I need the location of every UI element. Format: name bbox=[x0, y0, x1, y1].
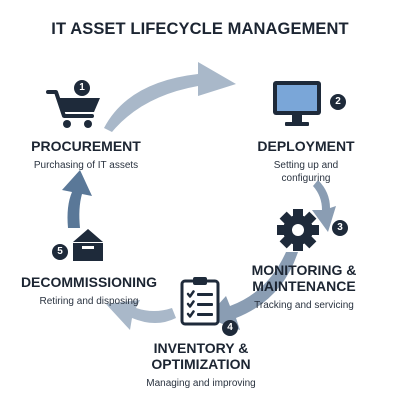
stage-name: INVENTORY & OPTIMIZATION bbox=[151, 340, 251, 372]
stage-name: DECOMMISSIONING bbox=[20, 274, 158, 290]
stage-description: Managing and improving bbox=[146, 378, 256, 389]
stage-inventory-optimization: INVENTORY & OPTIMIZATION Managing and im… bbox=[136, 340, 266, 390]
stage-name: PROCUREMENT bbox=[31, 138, 141, 154]
stage-procurement: PROCUREMENT Purchasing of IT assets bbox=[18, 138, 154, 172]
clipboard-checklist-icon bbox=[180, 277, 220, 326]
stage-name: DEPLOYMENT bbox=[257, 138, 355, 154]
stage-monitoring-maintenance: MONITORING & MAINTENANCE Tracking and se… bbox=[246, 262, 362, 312]
stage-description: Purchasing of IT assets bbox=[33, 160, 139, 171]
stage-number-badge: 1 bbox=[74, 80, 90, 96]
stage-description: Retiring and disposing bbox=[39, 296, 139, 307]
stage-name: MONITORING & MAINTENANCE bbox=[251, 262, 357, 294]
stage-number-badge: 4 bbox=[222, 320, 238, 336]
stage-decommissioning: DECOMMISSIONING Retiring and disposing bbox=[14, 274, 164, 308]
gear-icon bbox=[277, 209, 319, 251]
monitor-icon bbox=[273, 81, 321, 126]
stage-description: Setting up and configuring bbox=[273, 160, 339, 184]
stage-description: Tracking and servicing bbox=[254, 300, 354, 311]
stage-number-badge: 3 bbox=[332, 220, 348, 236]
diagram-title: IT ASSET LIFECYCLE MANAGEMENT bbox=[51, 20, 349, 38]
box-icon bbox=[73, 229, 103, 261]
arrow-deployment-to-monitoring bbox=[312, 180, 336, 232]
stage-deployment: DEPLOYMENT Setting up and configuring bbox=[246, 138, 366, 185]
arrow-monitoring-to-inventory bbox=[206, 252, 298, 330]
arrow-procurement-to-deployment bbox=[104, 62, 236, 132]
arrow-inventory-to-decommissioning bbox=[106, 300, 176, 330]
shopping-cart-icon bbox=[46, 90, 100, 128]
stage-number-badge: 5 bbox=[52, 244, 68, 260]
stage-number-badge: 2 bbox=[330, 94, 346, 110]
arrow-decommissioning-to-procurement bbox=[62, 170, 92, 228]
